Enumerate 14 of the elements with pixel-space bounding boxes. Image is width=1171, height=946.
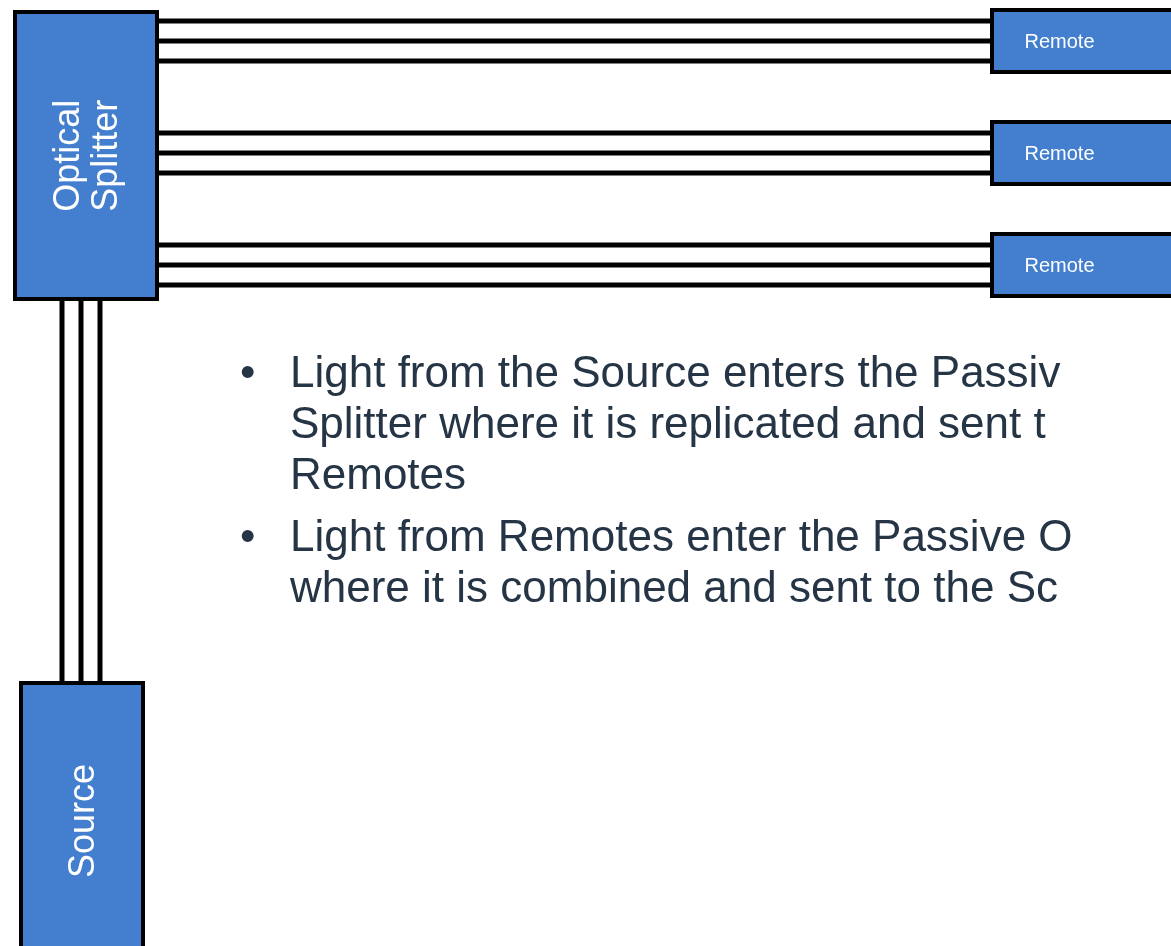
- bullet-marker: •: [240, 346, 256, 397]
- node-label: Remote: [1024, 253, 1095, 277]
- node-label: Remote: [1024, 29, 1095, 53]
- bullet-marker: •: [240, 510, 256, 561]
- bullet-text: Light from the Source enters the Passiv Splitter where it is replicated and sent t Remotes: [290, 346, 1062, 499]
- remote-box: [990, 120, 1171, 186]
- remote-box: [990, 8, 1171, 74]
- node-label: Remote: [1024, 141, 1095, 165]
- remote-box: [990, 232, 1171, 298]
- node-label: Optical Splitter: [48, 98, 124, 214]
- component-box: [19, 681, 145, 946]
- bullet-text: Light from Remotes enter the Passive O where it is combined and sent to the Sc: [290, 510, 1074, 612]
- component-box: [13, 10, 159, 301]
- node-label: Source: [63, 762, 101, 881]
